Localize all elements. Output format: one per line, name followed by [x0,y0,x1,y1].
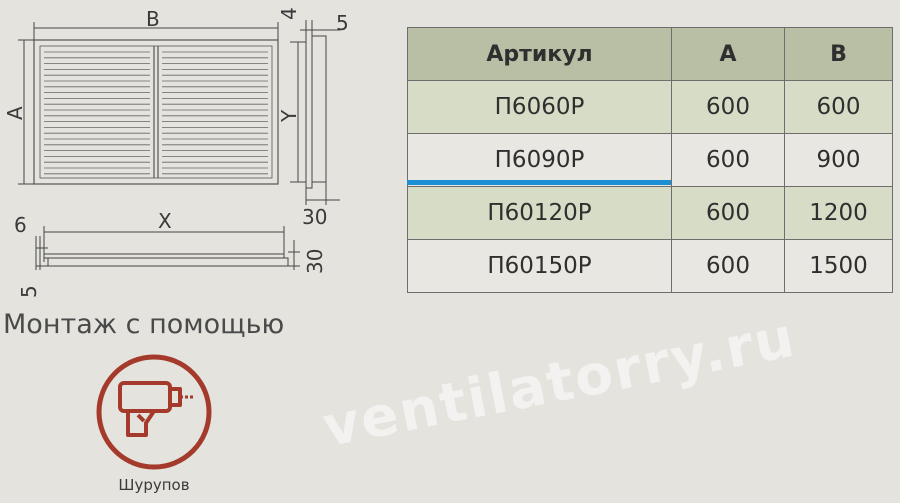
table-row: П6090Р 600 900 [407,133,893,187]
table-row: П60150Р 600 1500 [407,239,893,293]
mounting-caption: Шурупов [118,476,190,494]
technical-drawing: B A Y X 4 5 30 6 30 5 [3,7,349,298]
dim-4: 4 [277,7,301,20]
cell-article: П60150Р [407,239,672,293]
dim-5-top: 5 [336,11,349,35]
grille-frame [33,39,279,185]
header-b: B [784,27,893,81]
dim-30-bottom: 30 [303,249,327,274]
cell-a: 600 [671,80,785,134]
cell-b: 900 [784,133,893,187]
watermark: ventilatorry.ru [317,304,801,459]
accent-line [407,180,671,185]
label-b: B [146,7,160,31]
cell-a: 600 [671,186,785,240]
dim-5-bottom: 5 [17,285,41,298]
cell-article: П6060Р [407,80,672,134]
dim-6: 6 [14,213,27,237]
grille-slats [44,51,268,175]
dim-30-right: 30 [302,205,327,229]
header-a: A [671,27,785,81]
table-row: П6060Р 600 600 [407,80,893,134]
cell-b: 1200 [784,186,893,240]
cell-b: 1500 [784,239,893,293]
header-article: Артикул [407,27,672,81]
table-row: П60120Р 600 1200 [407,186,893,240]
cell-b: 600 [784,80,893,134]
label-x: X [158,209,172,233]
label-y: Y [277,109,301,123]
cell-a: 600 [671,133,785,187]
cell-article: П60120Р [407,186,672,240]
spec-table: Артикул A B П6060Р 600 600 П6090Р 600 90… [407,27,893,293]
table-header-row: Артикул A B [407,27,893,81]
label-a: A [3,106,27,120]
cell-a: 600 [671,239,785,293]
drill-icon [96,354,212,470]
mounting-title: Монтаж с помощью [3,309,285,340]
cell-article: П6090Р [407,133,672,187]
